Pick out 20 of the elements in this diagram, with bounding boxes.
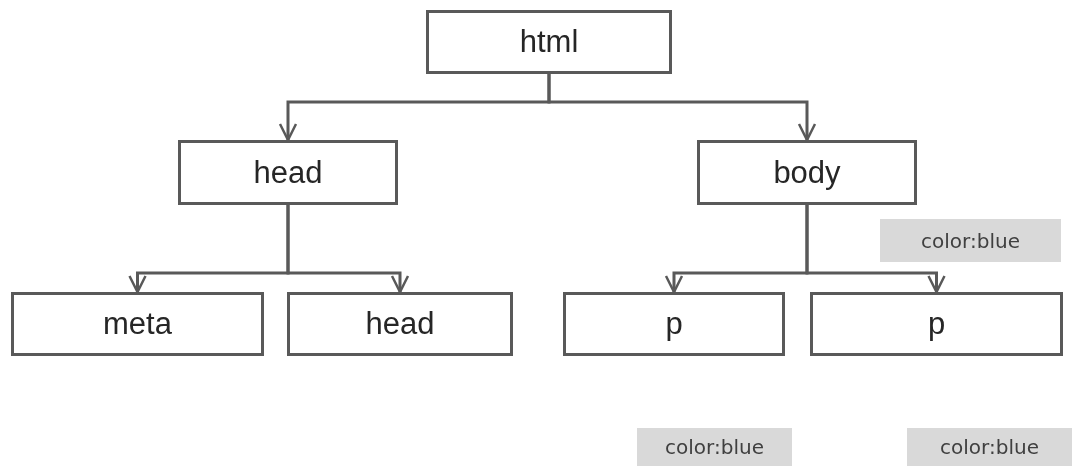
tag-name-label: p: [665, 306, 683, 342]
tag-name-label: head: [253, 154, 323, 191]
arrow: [547, 74, 817, 142]
tag-name-label: body: [773, 154, 841, 191]
tag-name-label: meta: [103, 306, 172, 342]
element-box: [697, 140, 917, 205]
tag-name-label: head: [365, 306, 435, 342]
tag-name-label: p: [927, 306, 946, 342]
element-box: [178, 140, 398, 205]
arrow: [805, 205, 946, 294]
element-box: [810, 292, 1063, 356]
arrow: [286, 205, 410, 294]
style-note: color:blue: [637, 428, 792, 466]
style-note: color:blue: [880, 219, 1061, 262]
element-box: [287, 292, 513, 356]
element-box: [563, 292, 785, 356]
style-note: color:blue: [907, 428, 1072, 466]
tag-name-label: html: [519, 24, 579, 60]
element-box: [11, 292, 264, 356]
element-box: [426, 10, 672, 74]
